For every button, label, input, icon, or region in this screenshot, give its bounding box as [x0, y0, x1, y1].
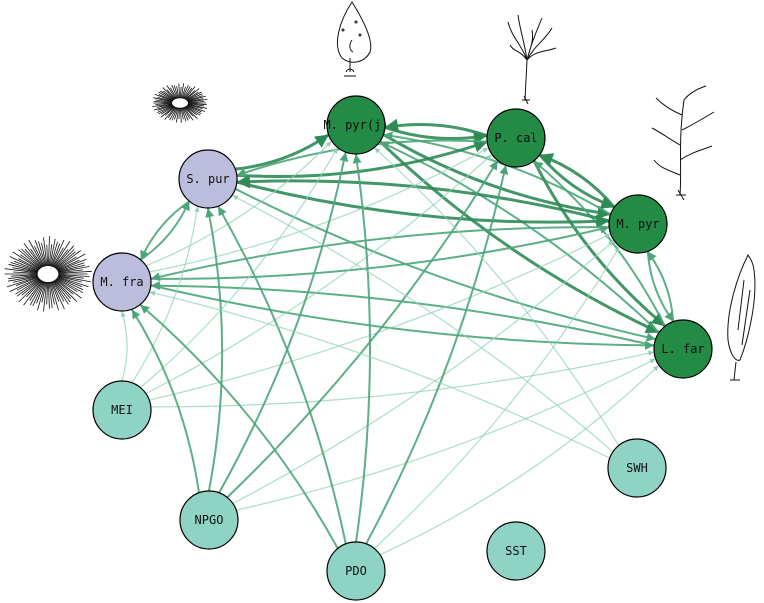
- node-label: NPGO: [195, 513, 224, 527]
- node-label: SWH: [626, 461, 648, 475]
- edge-swh-to-spur: [232, 195, 614, 453]
- edge-pdo-to-mpyr: [373, 246, 620, 550]
- node-label: PDO: [345, 564, 367, 578]
- node-label: SST: [505, 544, 527, 558]
- edge-pdo-to-pcal: [365, 165, 509, 545]
- node-circle: [326, 541, 386, 601]
- edge-mei-to-mpyr: [148, 233, 611, 401]
- node-circle: [607, 438, 667, 498]
- edge-npgo-to-mpyr: [232, 240, 614, 505]
- node-circle: [179, 490, 239, 550]
- edge-lfar-to-mfra: [150, 281, 656, 347]
- edge-mpyr-to-pcal: [539, 153, 616, 209]
- edge-mfra-to-mpyr: [149, 224, 610, 280]
- purple-urchin-illustration: [152, 83, 208, 123]
- node-mpyr[interactable]: M. pyr: [608, 194, 668, 254]
- edge-npgo-to-lfar: [235, 358, 656, 511]
- node-layer: M. pyr(j) P. cal M. pyr L. far S. pur M. fraM…: [92, 95, 713, 601]
- edge-spur-to-lfar: [234, 187, 656, 342]
- edge-npgo-to-spur: [205, 208, 224, 492]
- edge-lfar-to-mpyr: [647, 251, 675, 323]
- red-urchin-illustration: [4, 236, 92, 312]
- node-label: M. pyr: [616, 217, 659, 231]
- node-lfar[interactable]: L. far: [653, 319, 713, 379]
- edge-pdo-to-spur: [217, 206, 347, 545]
- edge-mpyr-to-lfar: [646, 250, 674, 322]
- node-spur[interactable]: S. pur: [178, 149, 238, 209]
- pterygophora-illustration: [507, 14, 557, 105]
- node-pdo[interactable]: PDO: [326, 541, 386, 601]
- juvenile-kelp-illustration: [336, 1, 372, 77]
- node-pcal[interactable]: P. cal: [486, 108, 546, 168]
- node-label: P. cal: [494, 131, 537, 145]
- edge-swh-to-mfra: [149, 290, 611, 459]
- edge-npgo-to-mfra: [131, 309, 200, 494]
- node-mpyrj[interactable]: M. pyr(j): [323, 95, 389, 155]
- edge-mei-to-lfar: [150, 350, 654, 408]
- node-circle: [608, 194, 668, 254]
- edge-spur-to-mfra: [140, 200, 191, 260]
- node-label: MEI: [111, 403, 133, 417]
- edge-spur-to-pcal: [235, 139, 488, 178]
- edge-swh-to-mpyrj: [374, 147, 620, 447]
- edge-mfra-to-mpyrj: [145, 141, 332, 267]
- edge-mfra-to-spur: [139, 201, 190, 261]
- node-circle: [653, 319, 713, 379]
- edge-mpyr-to-mfra: [150, 226, 611, 282]
- giant-kelp-illustration: [651, 85, 715, 201]
- edge-mei-to-mpyrj: [139, 147, 338, 389]
- edge-mei-to-mfra: [120, 311, 128, 382]
- node-circle: [486, 108, 546, 168]
- edge-layer: [120, 118, 675, 556]
- laminaria-illustration: [727, 254, 756, 381]
- node-label: S. pur: [186, 172, 229, 186]
- node-sst[interactable]: SST: [486, 521, 546, 581]
- node-mei[interactable]: MEI: [92, 380, 152, 440]
- edge-pdo-to-lfar: [379, 365, 659, 556]
- node-circle: [326, 95, 386, 155]
- edge-pdo-to-mpyrj: [352, 154, 371, 543]
- node-swh[interactable]: SWH: [607, 438, 667, 498]
- illustration-layer: [4, 1, 756, 381]
- edge-mfra-to-pcal: [148, 147, 489, 273]
- node-mfra[interactable]: M. fra: [92, 252, 152, 312]
- edge-mfra-to-lfar: [149, 284, 655, 350]
- edge-npgo-to-mpyrj: [218, 152, 349, 494]
- edge-mei-to-pcal: [145, 154, 492, 395]
- node-label: M. fra: [100, 275, 143, 289]
- node-npgo[interactable]: NPGO: [179, 490, 239, 550]
- edge-pcal-to-lfar: [532, 159, 666, 327]
- edge-npgo-to-pcal: [226, 160, 499, 499]
- edge-mpyrj-to-mpyr: [381, 133, 612, 220]
- node-circle: [178, 149, 238, 209]
- edge-pdo-to-mfra: [139, 304, 339, 550]
- edge-spur-to-mpyrj: [233, 133, 330, 171]
- node-label: L. far: [661, 342, 704, 356]
- node-circle: [92, 380, 152, 440]
- node-circle: [486, 521, 546, 581]
- edge-pcal-to-mpyrj: [384, 118, 489, 138]
- node-circle: [92, 252, 152, 312]
- node-label: M. pyr(j): [323, 118, 388, 132]
- edge-pcal-to-mpyr: [538, 153, 615, 209]
